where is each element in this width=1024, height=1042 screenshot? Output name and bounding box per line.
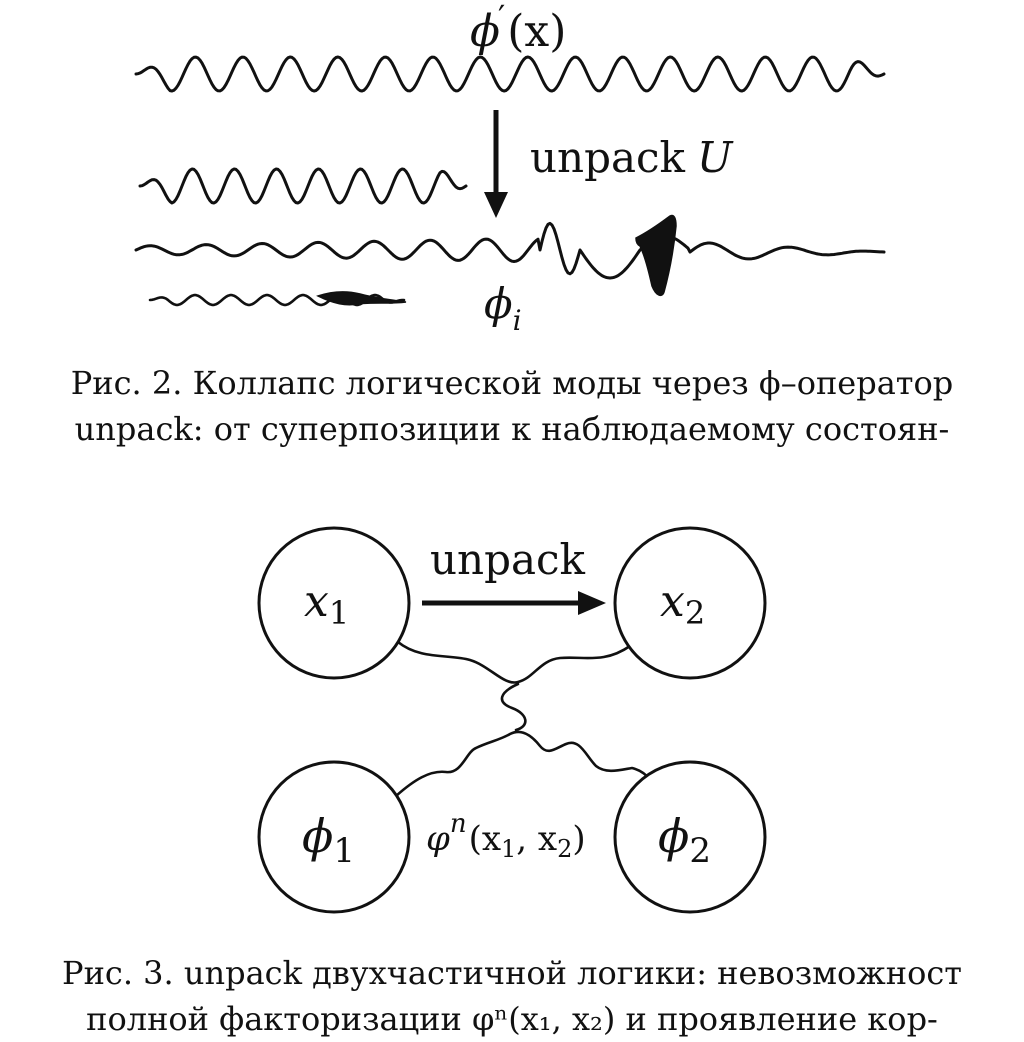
figure-2-caption-line-1: Рис. 2. Коллапс логической моды через ϕ–…	[70, 364, 954, 402]
figure-3-caption-line-2: полной факторизации φⁿ(x₁, x₂) и проявле…	[86, 1000, 938, 1038]
node-phi1-label: ϕ1	[302, 809, 355, 871]
figure-3-caption-line-1: Рис. 3. unpack двухчастичной логики: нев…	[62, 954, 962, 992]
node-x1-label: x1	[304, 576, 349, 632]
collapse-blob	[635, 214, 677, 297]
correlation-label: φn(x1, x2)	[426, 809, 586, 863]
superposition-wave	[134, 55, 886, 93]
node-x2	[613, 526, 767, 680]
phi-pair-string	[394, 730, 652, 798]
unpack-arrowhead	[484, 192, 508, 218]
pair-unpack-arrowhead	[578, 591, 606, 615]
pair-unpack-label: unpack	[430, 535, 586, 584]
node-phi2	[613, 760, 767, 914]
observed-mode-blob	[316, 291, 407, 306]
entanglement-link	[500, 682, 527, 732]
mode-label: ϕi	[484, 279, 522, 337]
node-phi2-label: ϕ2	[658, 809, 711, 871]
residual-wave	[138, 167, 468, 205]
node-x2-label: x2	[660, 576, 705, 632]
figure-3-caption: Рис. 3. unpack двухчастичной логики: нев…	[0, 950, 1024, 1042]
figure-2-caption-line-2: unpack: от суперпозиции к наблюдаемому с…	[74, 410, 950, 448]
figure-3: x1 x2 ϕ1 ϕ2 unpack φn(x1, x2)	[257, 526, 767, 914]
x-pair-string	[396, 640, 632, 684]
node-phi1	[257, 760, 411, 914]
superposition-label: ϕ′(x)	[470, 0, 566, 57]
collapsed-wave	[134, 221, 886, 280]
node-x1	[257, 526, 411, 680]
figure-2-caption: Рис. 2. Коллапс логической моды через ϕ–…	[0, 360, 1024, 452]
